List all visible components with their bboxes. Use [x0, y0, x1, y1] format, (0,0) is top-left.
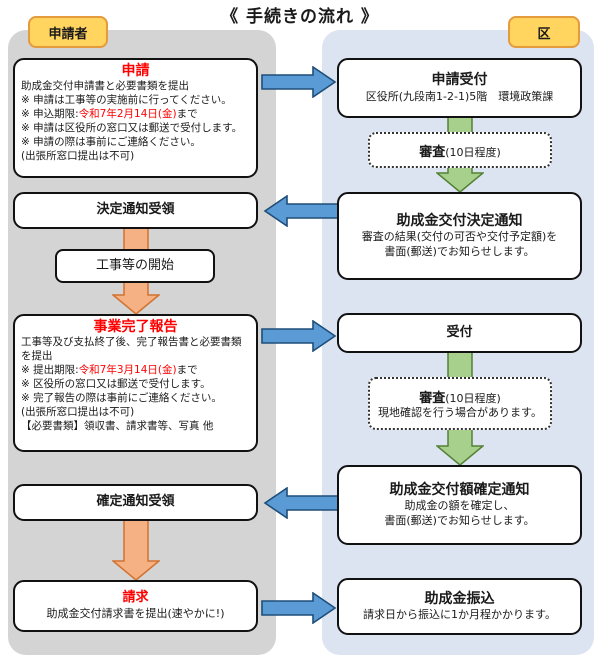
note-prefix: ※ 提出期限:	[21, 364, 79, 377]
application-reception-box: 申請受付 区役所(九段南1-2-1)5階 環境政策課	[337, 58, 582, 118]
final-receipt-title: 確定通知受領	[96, 494, 175, 510]
final-receipt-box: 確定通知受領	[13, 484, 258, 521]
grant-transfer-title: 助成金振込	[424, 590, 495, 607]
application-reception-line: 区役所(九段南1-2-1)5階 環境政策課	[365, 89, 554, 103]
completion-report-box: 事業完了報告 工事等及び支払終了後、完了報告書と必要書類を提出 ※ 提出期限:令…	[13, 314, 258, 452]
review-title: 審査	[419, 390, 446, 406]
grant-decision-notice-title: 助成金交付決定通知	[396, 213, 523, 230]
arrow-left-icon	[263, 195, 339, 227]
completion-report-note: ※ 完了報告の際は事前にご連絡ください。	[21, 392, 222, 404]
grant-amount-notice-box: 助成金交付額確定通知 助成金の額を確定し、 書面(郵送)でお知らせします。	[337, 465, 582, 545]
application-note: ※ 申請は区役所の窓口又は郵送で受付します。	[21, 122, 243, 135]
report-reception-box: 受付	[337, 313, 582, 353]
note-suffix: まで	[176, 364, 198, 377]
completion-report-note: ※ 区役所の窓口又は郵送で受付します。	[21, 378, 211, 391]
work-start-box: 工事等の開始	[55, 249, 215, 283]
decision-receipt-box: 決定通知受領	[13, 192, 258, 229]
completion-report-note: ※ 提出期限:令和7年3月14日(金)まで	[21, 364, 250, 378]
review-label: 審査(10日程度)	[419, 141, 501, 160]
grant-decision-notice-line: 書面(郵送)でお知らせします。	[384, 245, 535, 259]
arrow-right-icon	[261, 592, 337, 624]
review-title: 審査	[419, 144, 446, 160]
grant-transfer-line: 請求日から振込に1か月程かかります。	[363, 608, 556, 622]
grant-amount-notice-line: 書面(郵送)でお知らせします。	[384, 514, 535, 528]
application-reception-title: 申請受付	[431, 72, 488, 89]
decision-receipt-title: 決定通知受領	[96, 202, 175, 218]
arrow-left-icon	[263, 487, 339, 519]
completion-report-note: 【必要書類】領収書、請求書等、写真 他	[21, 419, 214, 432]
review-duration: (10日程度)	[445, 391, 501, 405]
note-suffix: まで	[176, 108, 198, 121]
review-box: 審査(10日程度)	[368, 132, 552, 168]
grant-decision-notice-line: 審査の結果(交付の可否や交付予定額)を	[361, 230, 558, 244]
completion-report-title: 事業完了報告	[93, 319, 178, 335]
grant-amount-notice-line: 助成金の額を確定し、	[404, 499, 515, 513]
review-note: 現地確認を行う場合があります。	[378, 405, 542, 419]
application-title: 申請	[121, 63, 150, 79]
deadline-text: 令和7年2月14日(金)	[78, 108, 177, 121]
application-note: ※ 申請の際は事前にご連絡ください。	[21, 136, 201, 148]
grant-amount-notice-title: 助成金交付額確定通知	[389, 482, 530, 499]
review-duration: (10日程度)	[445, 145, 501, 159]
grant-decision-notice-box: 助成金交付決定通知 審査の結果(交付の可否や交付予定額)を 書面(郵送)でお知ら…	[337, 192, 582, 280]
report-reception-title: 受付	[446, 324, 473, 340]
application-line: 助成金交付申請書と必要書類を提出	[21, 80, 189, 93]
page-title: 《 手続きの流れ 》	[221, 7, 379, 27]
completion-report-note: (出張所窓口提出は不可)	[21, 405, 135, 418]
billing-box: 請求 助成金交付請求書を提出(速やかに!)	[13, 580, 258, 632]
applicant-tab: 申請者	[28, 16, 108, 48]
review-label: 審査(10日程度)	[419, 387, 501, 406]
application-note: ※ 申込期限:令和7年2月14日(金)まで	[21, 108, 250, 122]
billing-line: 助成金交付請求書を提出(速やかに!)	[46, 607, 225, 621]
deadline-text: 令和7年3月14日(金)	[78, 364, 177, 377]
arrow-down-icon	[112, 520, 160, 581]
completion-report-line: 工事等及び支払終了後、完了報告書と必要書類を提出	[21, 336, 242, 363]
work-start-title: 工事等の開始	[95, 258, 174, 274]
application-body: 助成金交付申請書と必要書類を提出 ※ 申請は工事等の実施前に行ってください。 ※…	[21, 80, 250, 164]
application-note: (出張所窓口提出は不可)	[21, 149, 135, 162]
arrow-right-icon	[261, 66, 337, 98]
application-note: ※ 申請は工事等の実施前に行ってください。	[21, 94, 232, 107]
billing-title: 請求	[122, 590, 149, 606]
ward-tab: 区	[508, 16, 580, 48]
arrow-right-icon	[261, 320, 337, 352]
note-prefix: ※ 申込期限:	[21, 108, 79, 121]
grant-transfer-box: 助成金振込 請求日から振込に1か月程かかります。	[337, 578, 582, 635]
completion-report-body: 工事等及び支払終了後、完了報告書と必要書類を提出 ※ 提出期限:令和7年3月14…	[21, 336, 250, 434]
application-box: 申請 助成金交付申請書と必要書類を提出 ※ 申請は工事等の実施前に行ってください…	[13, 58, 258, 178]
review-box: 審査(10日程度) 現地確認を行う場合があります。	[368, 377, 552, 430]
